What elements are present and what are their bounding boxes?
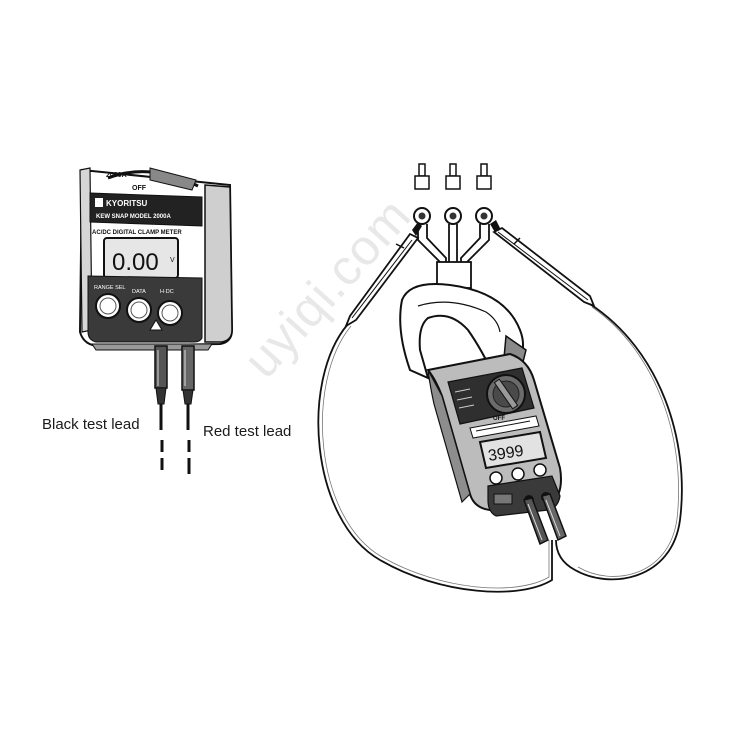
- small-meter-dial-knob: [149, 167, 197, 191]
- small-meter-model: KEW SNAP MODEL 2000A: [96, 214, 171, 220]
- small-meter-button-label-1: RANGE SEL: [94, 285, 125, 291]
- small-meter-brand: KYORITSU: [106, 199, 148, 208]
- black-lead-plug: [154, 345, 168, 389]
- black-test-lead-label: Black test lead: [42, 416, 140, 433]
- small-meter-button-label-2: DATA: [132, 289, 146, 295]
- left-lead-wire: [317, 323, 553, 593]
- large-meter-display-value: 3999: [487, 443, 525, 465]
- red-test-lead-label: Red test lead: [203, 423, 292, 440]
- large-clamp-meter: OFF 3999: [399, 283, 567, 546]
- terminal-cap-3: [476, 163, 492, 190]
- terminal-cap-2: [445, 163, 461, 190]
- left-probe: [344, 222, 422, 329]
- large-meter-button-1: [489, 471, 503, 485]
- red-lead-plug: [181, 345, 195, 391]
- warning-triangle-icon: [149, 319, 163, 331]
- small-meter-display-value: 0.00: [112, 249, 159, 276]
- large-meter-button-3: [533, 463, 547, 477]
- small-meter-off-label: OFF: [132, 185, 147, 192]
- right-probe: [490, 220, 596, 308]
- terminal-sockets: [413, 163, 493, 289]
- small-meter-title: AC/DC DIGITAL CLAMP METER: [92, 230, 182, 236]
- small-clamp-meter: 2000A OFF KYORITSU KEW SNAP MODEL 2000A …: [78, 167, 234, 351]
- large-meter-off-label: OFF: [493, 416, 505, 422]
- large-meter-button-2: [511, 467, 525, 481]
- small-meter-side: [204, 184, 233, 343]
- right-lead-wire: [555, 303, 683, 581]
- terminal-cap-1: [414, 163, 430, 190]
- large-meter-display: [478, 430, 548, 470]
- small-meter-display-unit: V: [170, 257, 175, 264]
- small-meter-test-leads: [154, 345, 195, 474]
- small-meter-range-label: 2000A: [106, 172, 127, 179]
- small-meter-brand-panel: [89, 192, 203, 227]
- clamp-jaws: [399, 283, 525, 380]
- small-meter-button-label-3: H·DC: [160, 289, 174, 295]
- brand-logo-icon: [95, 198, 103, 207]
